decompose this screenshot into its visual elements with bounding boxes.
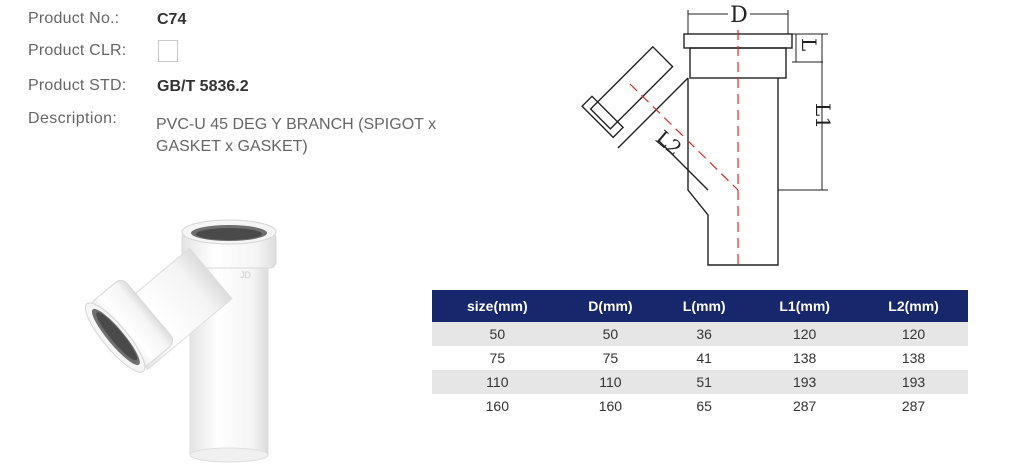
table-cell: 41 [658, 346, 751, 370]
column-header: L(mm) [658, 290, 751, 322]
table-cell: 75 [562, 346, 659, 370]
technical-drawing: D L L1 L2 [581, 3, 835, 266]
description-label: Description: [28, 110, 118, 127]
product-photo: JD [84, 219, 277, 463]
table-cell: 287 [750, 394, 860, 418]
table-row: 75 75 41 138 138 [432, 346, 968, 370]
product-clr-label: Product CLR: [28, 42, 127, 59]
product-std-value: GB/T 5836.2 [157, 78, 249, 95]
column-header: L1(mm) [750, 290, 860, 322]
table-cell: 65 [658, 394, 751, 418]
dim-label-L: L [797, 38, 821, 51]
table-cell: 120 [859, 322, 968, 346]
product-std-label: Product STD: [28, 77, 127, 94]
table-cell: 36 [658, 322, 751, 346]
description-value: PVC-U 45 DEG Y BRANCH (SPIGOT x GASKET x… [156, 116, 437, 155]
table-cell: 51 [658, 370, 751, 394]
product-clr-swatch [158, 40, 178, 62]
table-cell: 193 [750, 370, 860, 394]
table-cell: 138 [750, 346, 860, 370]
table-cell: 50 [432, 322, 563, 346]
table-cell: 138 [859, 346, 968, 370]
table-row: 110 110 51 193 193 [432, 370, 968, 394]
svg-text:JD: JD [240, 270, 252, 280]
column-header: D(mm) [562, 290, 659, 322]
column-header: L2(mm) [859, 290, 968, 322]
product-no-label: Product No.: [28, 10, 120, 27]
table-cell: 193 [859, 370, 968, 394]
table-header-row: size(mm) D(mm) L(mm) L1(mm) L2(mm) [432, 290, 968, 322]
table-cell: 160 [432, 394, 563, 418]
table-cell: 50 [562, 322, 659, 346]
table-row: 160 160 65 287 287 [432, 394, 968, 418]
table-cell: 110 [562, 370, 659, 394]
column-header: size(mm) [432, 290, 563, 322]
dim-label-L1: L1 [811, 103, 835, 129]
table-cell: 120 [750, 322, 860, 346]
table-cell: 160 [562, 394, 659, 418]
table-cell: 110 [432, 370, 563, 394]
table-cell: 75 [432, 346, 563, 370]
product-no-value: C74 [157, 11, 187, 28]
table-row: 50 50 36 120 120 [432, 322, 968, 346]
dimension-table: size(mm) D(mm) L(mm) L1(mm) L2(mm) 50 50… [432, 290, 968, 418]
dim-label-D: D [730, 3, 748, 28]
dim-label-L2: L2 [651, 125, 686, 160]
table-cell: 287 [859, 394, 968, 418]
